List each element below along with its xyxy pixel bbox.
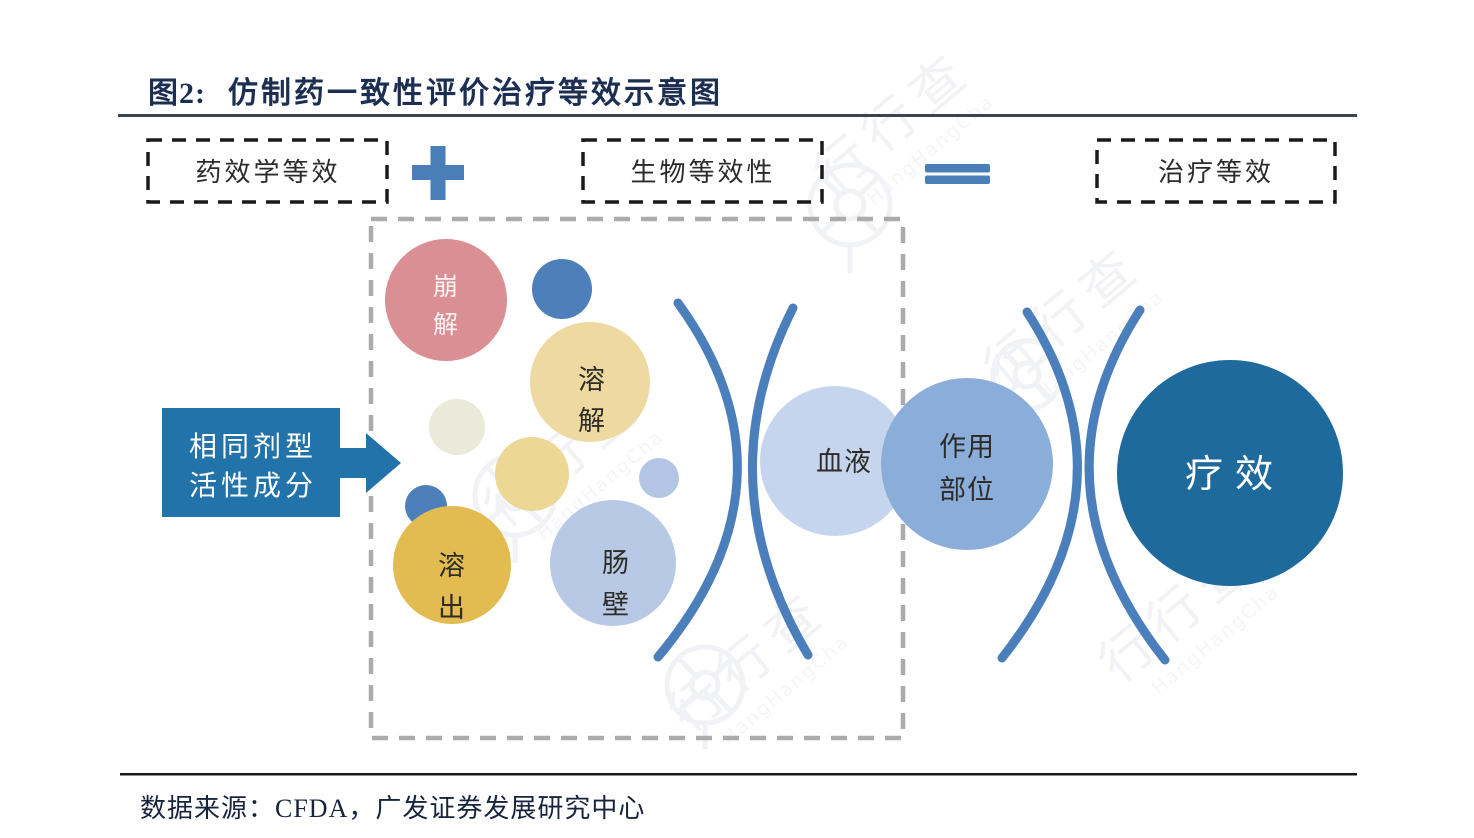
dissolution-label-line2: 解 [578, 406, 606, 436]
blood-circle [760, 386, 910, 536]
plus-icon [412, 146, 464, 200]
particle-circle-gold [495, 437, 569, 511]
equiv-box-bioequivalence [581, 138, 824, 204]
dissolution-label-line1: 溶 [578, 365, 606, 395]
membrane-arc-right-2 [1084, 305, 1170, 665]
particle-circle-blue-1 [532, 259, 592, 319]
efficacy-circle [1117, 360, 1343, 586]
release-circle [393, 506, 511, 624]
blood-label: 血液 [816, 447, 872, 477]
source-note: 数据来源：CFDA，广发证券发展研究中心 [140, 794, 645, 823]
equiv-box-therapeutic [1095, 138, 1337, 204]
title-divider [118, 114, 1357, 117]
equiv-box-pharmacodynamic [146, 138, 389, 204]
input-box-label-line1: 相同剂型 [189, 431, 317, 463]
membrane-arc-left-2 [997, 307, 1082, 663]
equiv-box-bioequivalence-label: 生物等效性 [630, 158, 775, 187]
figure-title: 仿制药一致性评价治疗等效示意图 [228, 76, 723, 110]
efficacy-label: 疗效 [1185, 454, 1285, 496]
release-label-line2: 出 [438, 593, 466, 623]
equiv-box-pharmacodynamic-label: 药效学等效 [195, 158, 340, 187]
disintegration-label-line1: 崩 [433, 273, 459, 301]
membrane-arc-right-1 [747, 303, 813, 660]
membrane-arcs [653, 298, 1170, 665]
action-site-label-line2: 部位 [939, 475, 995, 505]
equals-icon [925, 164, 990, 184]
equiv-box-therapeutic-label: 治疗等效 [1158, 158, 1274, 187]
process-circles: 崩 解 溶 解 溶 出 肠 壁 [385, 239, 679, 626]
figure-number: 图2: [148, 77, 206, 110]
intestinal-wall-label-line2: 壁 [602, 590, 630, 620]
disintegration-circle [385, 239, 507, 361]
input-box [162, 408, 340, 517]
input-box-label-line2: 活性成分 [189, 470, 317, 502]
intestinal-wall-label-line1: 肠 [602, 548, 630, 578]
input-arrow-icon [338, 433, 401, 493]
action-site-label-line1: 作用 [939, 432, 995, 462]
membrane-arc-left-1 [653, 298, 742, 662]
particle-circle-lightblue [639, 458, 679, 498]
footer-divider [120, 773, 1357, 776]
particle-circle-cream [429, 399, 485, 455]
disintegration-label-line2: 解 [433, 311, 459, 339]
intestinal-wall-circle [550, 500, 676, 626]
dissolution-circle [530, 322, 650, 442]
release-label-line1: 溶 [438, 551, 466, 581]
action-site-circle [881, 378, 1053, 550]
